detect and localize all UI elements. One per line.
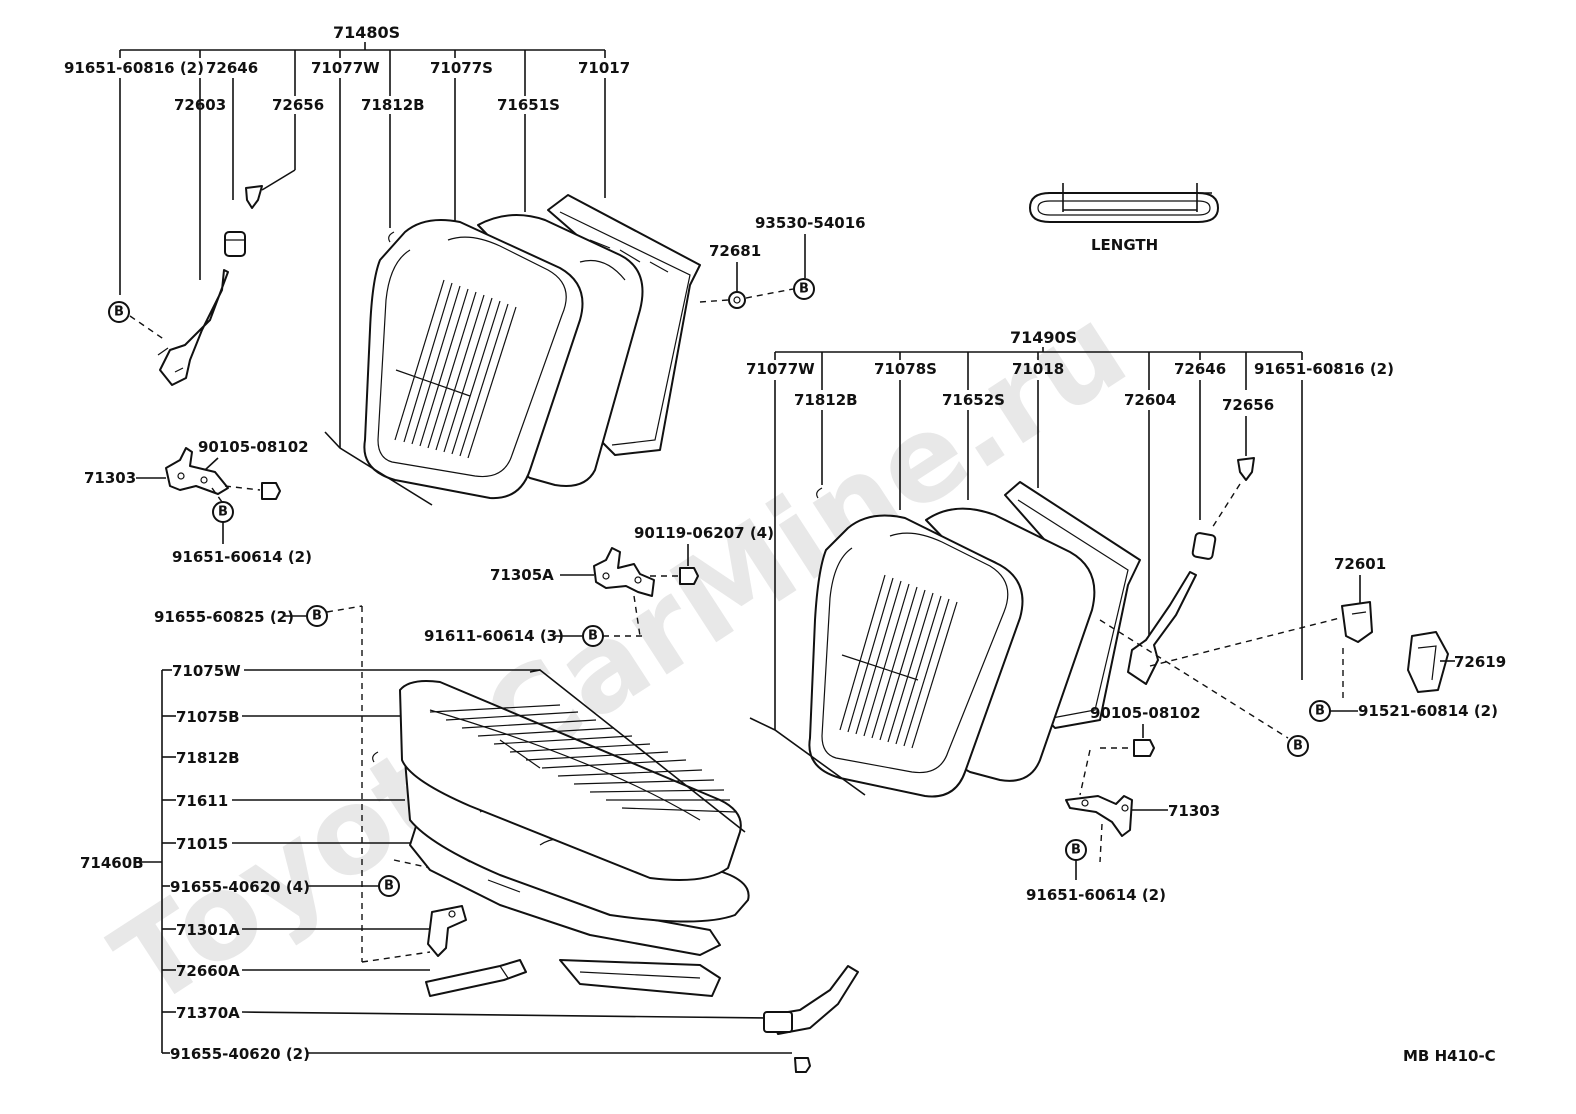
svg-text:B: B: [312, 609, 322, 624]
svg-text:B: B: [799, 282, 809, 297]
label-71301A: 71301A: [176, 921, 240, 939]
svg-text:B: B: [1293, 739, 1303, 754]
label-71652S: 71652S: [942, 391, 1005, 409]
b-marker-right-rod: B: [1287, 735, 1309, 757]
length-illustration: LENGTH: [1029, 183, 1219, 254]
b-marker-left-rod: B: [108, 301, 130, 323]
svg-text:B: B: [588, 629, 598, 644]
label-71480S: 71480S: [333, 23, 400, 42]
headrest-support-72656-right: [1237, 457, 1255, 481]
label-71075B: 71075B: [176, 708, 240, 726]
label-71018: 71018: [1012, 360, 1064, 378]
label-71075W: 71075W: [172, 662, 241, 680]
hinge-71303-right: 90105-08102 71303: [1065, 704, 1220, 863]
label-90105-08102-left: 90105-08102: [198, 438, 309, 456]
label-72656: 72656: [272, 96, 324, 114]
center-hinge-71305A: 90119-06207 (4) 71305A 91611-60614 (3): [424, 524, 774, 645]
callout-72601: 72601: [1334, 555, 1386, 643]
label-91651-60816-right: 91651-60816 (2): [1254, 360, 1394, 378]
label-90119-06207: 90119-06207 (4): [634, 524, 774, 542]
svg-text:B: B: [1071, 843, 1081, 858]
seat-cushion-stripes: [429, 704, 737, 813]
label-91521-60814: 91521-60814 (2): [1358, 702, 1498, 720]
left-seatback-callouts: 71480S 91651-60816 (2) 72646 72603 72656…: [64, 23, 630, 448]
drawing-code: MB H410-C: [1403, 1047, 1496, 1065]
label-91651-60614-right: 91651-60614 (2): [1026, 886, 1166, 904]
headrest-support-72646-left: [224, 231, 246, 257]
svg-text:B: B: [1315, 704, 1325, 719]
label-71303-right: 71303: [1168, 802, 1220, 820]
b-marker-71305A: B: [582, 625, 604, 647]
label-91655-40620-4: 91655-40620 (4): [170, 878, 310, 896]
lock-rod-72603-left: [157, 269, 229, 386]
seatback-left: [324, 194, 701, 506]
label-71370A: 71370A: [176, 1004, 240, 1022]
label-72601: 72601: [1334, 555, 1386, 573]
b-marker-71303-left: B: [212, 501, 234, 523]
label-91655-40620-2: 91655-40620 (2): [170, 1045, 310, 1063]
label-71812B-cushion: 71812B: [176, 749, 240, 767]
headrest-support-72646-right: [1191, 532, 1217, 560]
right-seatback-callouts: 71490S 71077W 71078S 71652S 71018 72646 …: [746, 328, 1394, 730]
label-72660A: 72660A: [176, 962, 240, 980]
label-71812B-right: 71812B: [794, 391, 858, 409]
lock-rod-72604-right: [1127, 571, 1197, 685]
label-71651S: 71651S: [497, 96, 560, 114]
label-71611: 71611: [176, 792, 228, 810]
cushion-callouts: 91655-60825 (2) 71460B 71075W 71075B 718…: [80, 605, 792, 1063]
seatback-left-stripes: [394, 279, 517, 459]
label-93530-54016: 93530-54016: [755, 214, 866, 232]
label-71812B: 71812B: [361, 96, 425, 114]
label-71305A: 71305A: [490, 566, 554, 584]
label-71077W-right: 71077W: [746, 360, 815, 378]
b-marker-72601: B: [1309, 700, 1331, 722]
label-71490S: 71490S: [1010, 328, 1077, 347]
label-71015: 71015: [176, 835, 228, 853]
label-71077W: 71077W: [311, 59, 380, 77]
label-91651-60614-left: 91651-60614 (2): [172, 548, 312, 566]
seat-cushion: [372, 669, 859, 1073]
label-91651-60816: 91651-60816 (2): [64, 59, 204, 77]
label-72681: 72681: [709, 242, 761, 260]
hinge-71303-left: 71303 90105-08102: [84, 438, 309, 503]
label-91611-60614: 91611-60614 (3): [424, 627, 564, 645]
label-72646-right: 72646: [1174, 360, 1226, 378]
svg-text:B: B: [218, 505, 228, 520]
label-72646: 72646: [206, 59, 258, 77]
label-71303-left: 71303: [84, 469, 136, 487]
svg-text:B: B: [384, 879, 394, 894]
seatback-right: [749, 481, 1141, 798]
callout-72681: 72681 93530-54016: [699, 214, 866, 309]
label-71017: 71017: [578, 59, 630, 77]
label-72604: 72604: [1124, 391, 1176, 409]
headrest-support-72656-left: [245, 185, 263, 209]
label-90105-08102-right: 90105-08102: [1090, 704, 1201, 722]
b-marker-72681: B: [793, 278, 815, 300]
b-marker-91655-60825: B: [306, 605, 328, 627]
b-marker-71303-right: B: [1065, 839, 1087, 861]
seatback-right-stripes: [839, 574, 958, 749]
label-71460B: 71460B: [80, 854, 144, 872]
svg-text:B: B: [114, 305, 124, 320]
b-marker-91655-40620: B: [378, 875, 400, 897]
label-71077S: 71077S: [430, 59, 493, 77]
label-91655-60825: 91655-60825 (2): [154, 608, 294, 626]
label-72656-right: 72656: [1222, 396, 1274, 414]
label-72619: 72619: [1454, 653, 1506, 671]
length-label: LENGTH: [1091, 236, 1158, 254]
callout-72619: 72619: [1407, 631, 1506, 693]
label-71078S: 71078S: [874, 360, 937, 378]
